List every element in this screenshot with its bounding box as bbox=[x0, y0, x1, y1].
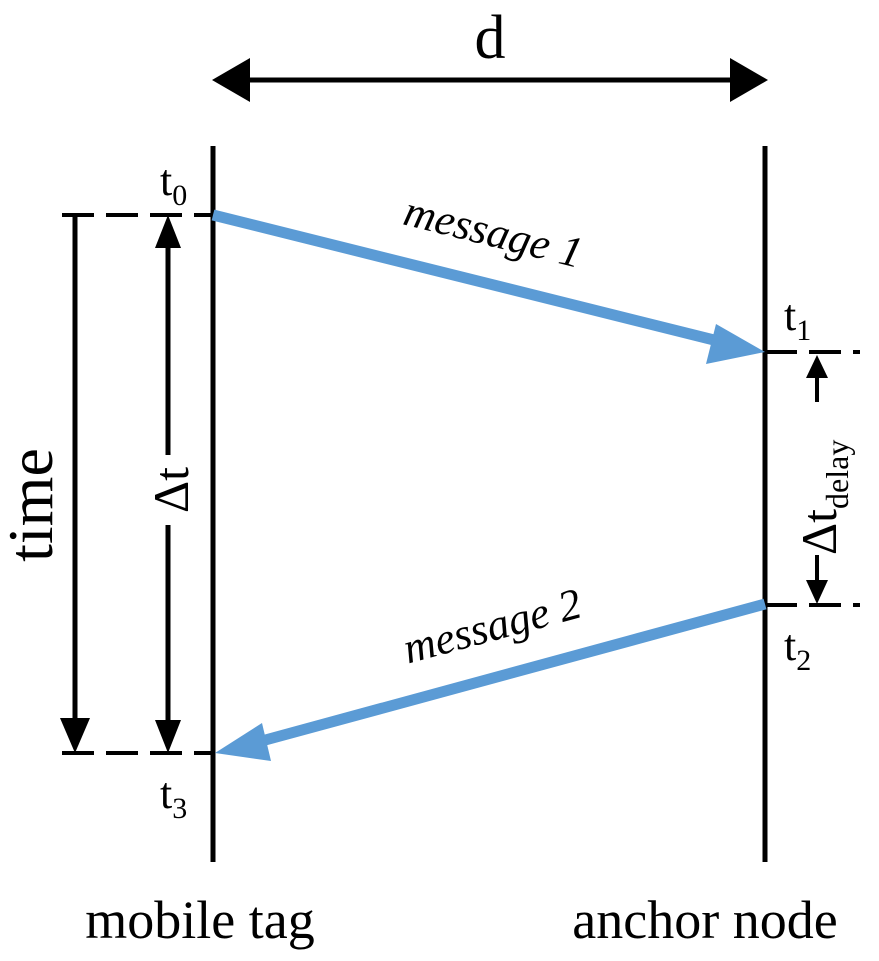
mobile-tag-label: mobile tag bbox=[85, 890, 314, 950]
distance-arrow-left-head bbox=[212, 58, 250, 102]
t2-label: t2 bbox=[784, 621, 811, 677]
t1-label: t1 bbox=[784, 291, 811, 347]
t0-label: t0 bbox=[160, 156, 187, 212]
t3-label: t3 bbox=[160, 769, 187, 825]
delta-t-delay-arrow bbox=[806, 355, 828, 604]
delta-t-arrow bbox=[155, 215, 181, 753]
message-1-arrow bbox=[211, 209, 765, 364]
distance-arrow bbox=[212, 58, 768, 102]
distance-arrow-right-head bbox=[730, 58, 768, 102]
anchor-node-label: anchor node bbox=[572, 890, 837, 950]
delta-t-delay-label: Δtdelay bbox=[791, 440, 855, 555]
time-label: time bbox=[0, 448, 66, 562]
distance-label: d bbox=[475, 4, 506, 72]
time-axis-arrow bbox=[60, 215, 90, 753]
delta-t-label: Δt bbox=[143, 467, 199, 513]
dashed-reference-lines bbox=[62, 213, 860, 755]
message-2-arrow bbox=[215, 598, 767, 761]
